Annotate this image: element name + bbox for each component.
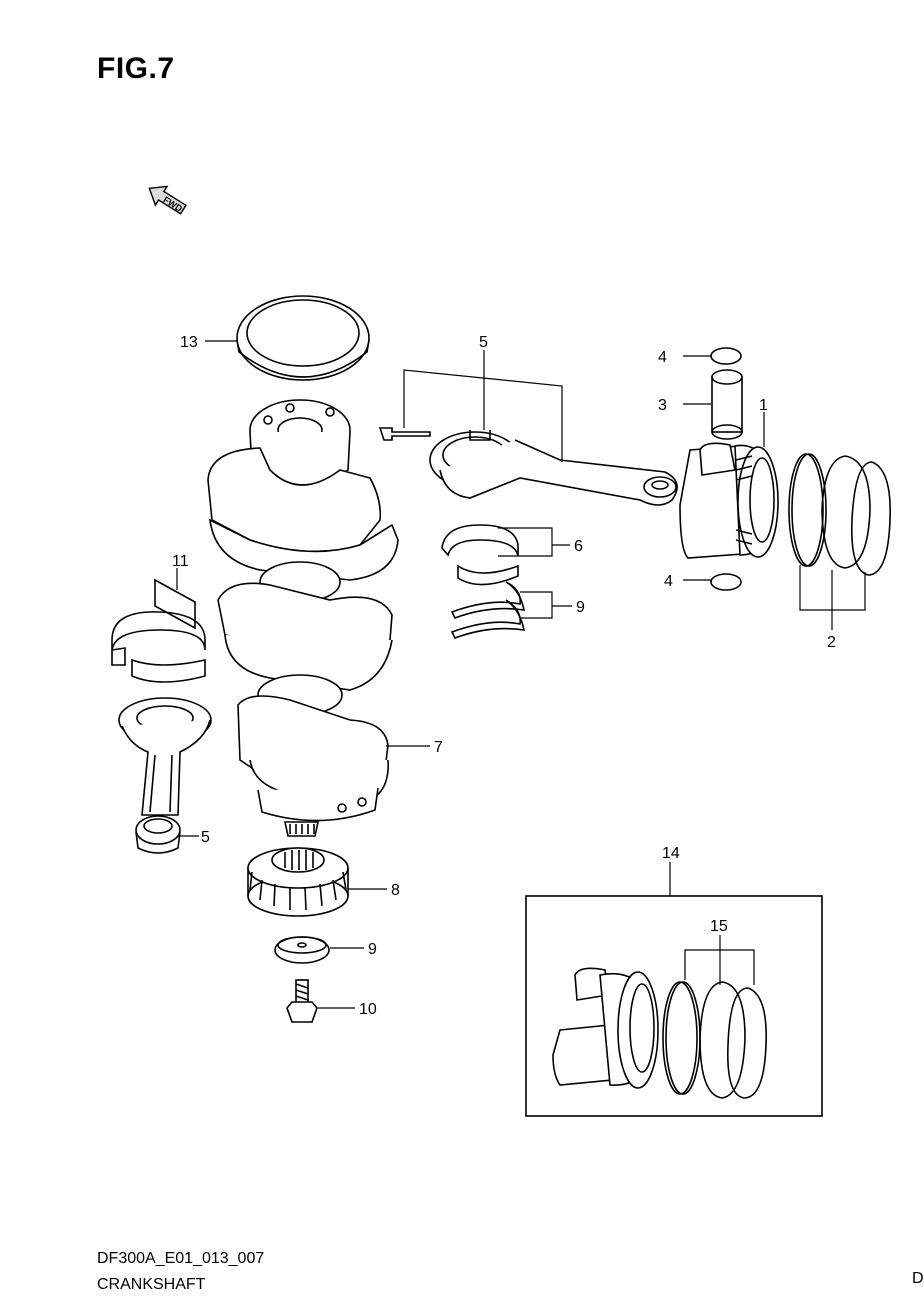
piston-ring-set: [788, 453, 891, 576]
callout-5-left: 5: [201, 829, 210, 846]
callout-7: 7: [434, 739, 443, 756]
crankshaft: [207, 399, 399, 837]
bracket-6: [498, 527, 553, 557]
thrust-washer: [450, 581, 526, 639]
callout-1: 1: [759, 397, 768, 414]
connecting-rod-left: [118, 697, 212, 854]
callout-4-bottom: 4: [664, 573, 673, 590]
callout-4-top: 4: [658, 349, 667, 366]
callout-14: 14: [662, 845, 680, 862]
callout-6: 6: [574, 538, 583, 555]
corner-mark: D: [912, 1270, 924, 1287]
callout-12: 10: [359, 1001, 377, 1018]
piston-set: [552, 967, 659, 1089]
callout-10: 8: [391, 882, 400, 899]
figure-title: FIG.7: [97, 52, 175, 85]
callout-13: 13: [180, 334, 198, 351]
diagram-code: DF300A_E01_013_007: [97, 1250, 265, 1267]
piston-set-box: [525, 895, 823, 1117]
connecting-rod-top: [378, 427, 678, 506]
piston-pin: [711, 369, 743, 440]
crankshaft-gear: [247, 847, 349, 917]
callout-3: 3: [658, 397, 667, 414]
crankshaft-bolt: [286, 979, 318, 1023]
piston: [679, 442, 779, 559]
piston-pin-clip-bottom: [710, 573, 742, 591]
callout-2: 2: [827, 634, 836, 651]
piston-ring-set-15: [662, 981, 767, 1099]
conrod-bearing: [441, 524, 519, 586]
bracket-5-top: [403, 369, 563, 462]
fwd-arrow-icon: FWD: [148, 185, 187, 215]
callout-5-top: 5: [479, 334, 488, 351]
bracket-9: [520, 591, 553, 619]
callout-11: 9: [368, 941, 377, 958]
washer: [274, 936, 330, 964]
main-bearing: [111, 578, 206, 683]
callout-9: 9: [576, 599, 585, 616]
callout-8: 11: [172, 553, 189, 570]
oil-seal: [236, 295, 370, 381]
diagram-name: CRANKSHAFT: [97, 1276, 206, 1293]
callout-15: 15: [710, 918, 728, 935]
piston-pin-clip-top: [710, 347, 742, 365]
